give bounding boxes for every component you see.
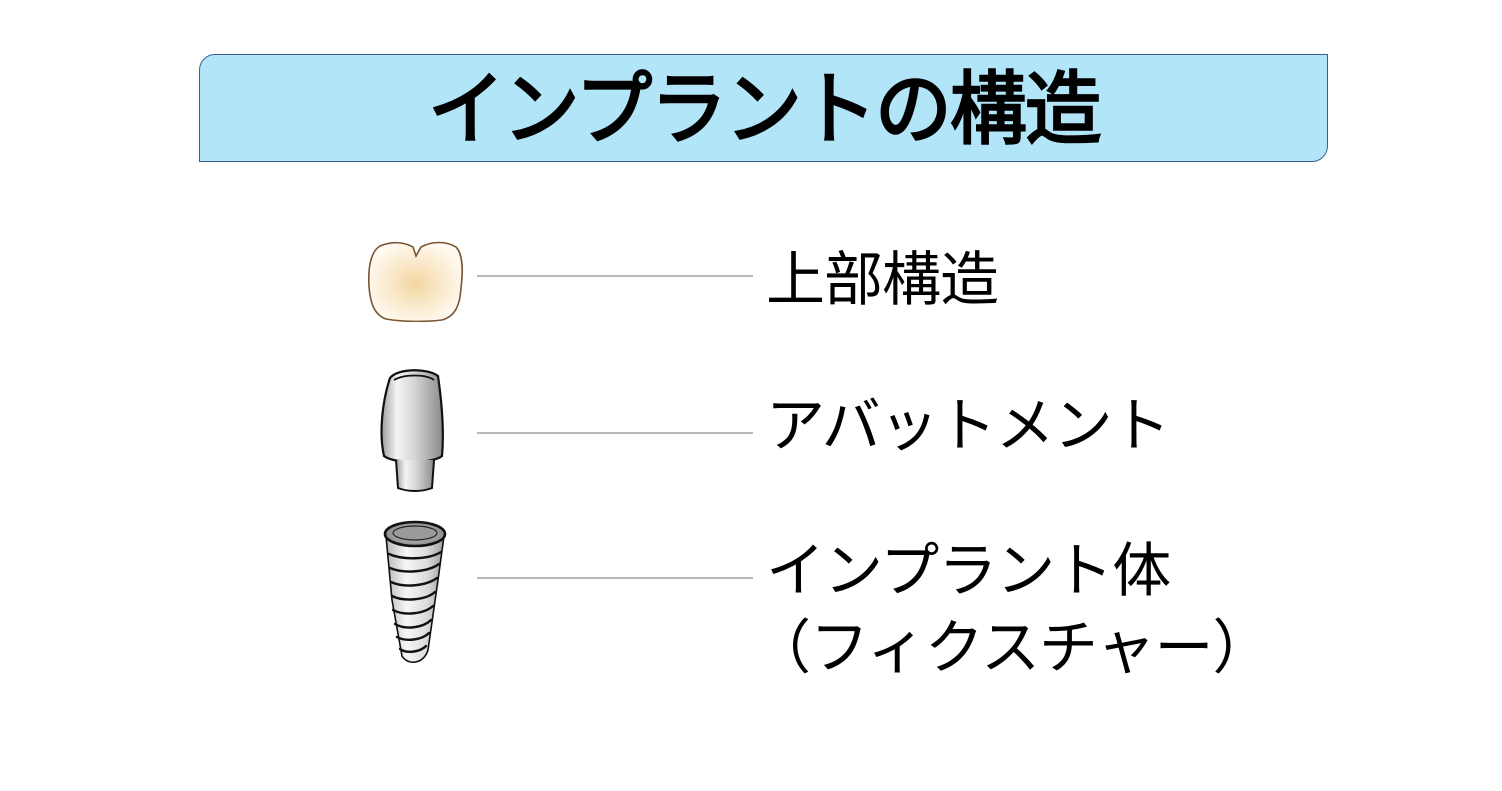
implant-fixture-screw-icon <box>382 520 448 668</box>
slide-title: インプラントの構造 <box>427 63 1102 156</box>
part-label-fixture: （フィクスチャー） <box>752 613 1271 682</box>
tooth-crown-icon <box>366 238 464 323</box>
title-banner: インプラントの構造 <box>199 54 1328 162</box>
part-label-abutment: アバットメント <box>766 391 1171 460</box>
part-label-implant-body: インプラント体 <box>766 536 1171 605</box>
abutment-icon <box>376 364 448 492</box>
connector-line-crown <box>477 275 753 277</box>
part-label-superstructure: 上部構造 <box>766 245 999 314</box>
connector-line-abutment <box>477 432 753 434</box>
connector-line-fixture <box>477 577 753 579</box>
